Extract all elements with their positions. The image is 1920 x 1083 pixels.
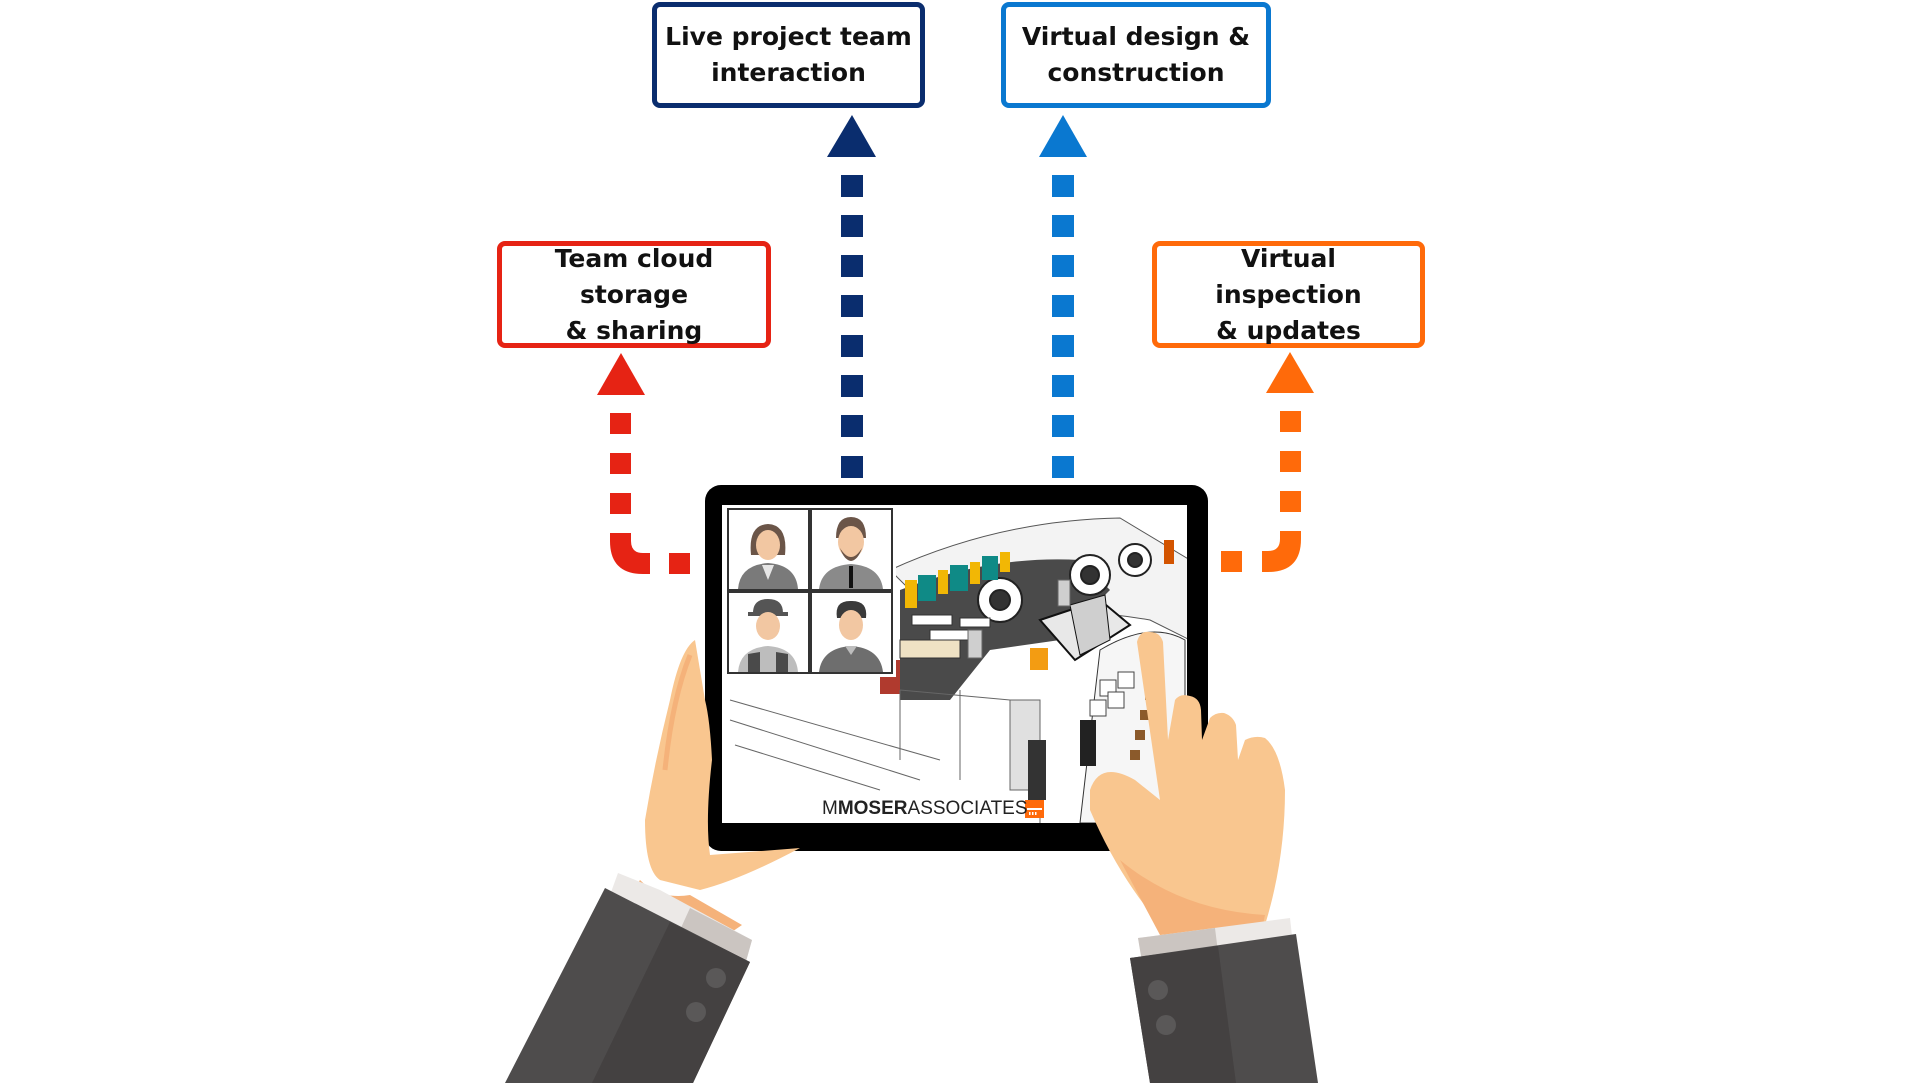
- arrow-cloud: [597, 353, 690, 574]
- sleeve-button: [686, 1002, 706, 1022]
- logo-bold: MOSER: [837, 798, 908, 819]
- participant-tile-construction-worker: [727, 591, 810, 674]
- left-hand: [505, 640, 800, 1083]
- arrowhead-vdc: [1039, 115, 1087, 157]
- sleeve-button: [1156, 1015, 1176, 1035]
- right-hand: [1090, 631, 1318, 1083]
- video-call-grid: [726, 507, 896, 677]
- dashes-live: [841, 175, 863, 478]
- label-box-virtual-inspection: Virtual inspection & updates: [1152, 241, 1425, 348]
- arrowhead-cloud: [597, 353, 645, 395]
- arrow-vdc: [1039, 115, 1087, 478]
- floor-plan-3d-view: [722, 517, 1187, 823]
- label-line-1: Live project team: [665, 22, 912, 51]
- mmoser-associates-logo: MMOSERASSOCIATES: [822, 798, 1028, 820]
- arrow-insp: [1221, 352, 1314, 572]
- dashes-insp: [1221, 411, 1301, 572]
- arrow-live: [827, 115, 876, 478]
- participant-tile-bearded-man: [810, 508, 893, 591]
- dashes-cloud: [610, 413, 690, 574]
- label-line-2: construction: [1047, 58, 1225, 87]
- dashes-vdc: [1052, 175, 1074, 478]
- label-line-2: interaction: [711, 58, 866, 87]
- sleeve-button: [1148, 980, 1168, 1000]
- label-line-1: Virtual inspection: [1215, 243, 1362, 309]
- label-line-2: & sharing: [565, 315, 703, 345]
- sleeve-button: [706, 968, 726, 988]
- label-line-1: Virtual design &: [1021, 22, 1251, 51]
- participant-tile-young-man: [810, 591, 893, 674]
- mmoser-logo-icon: [1025, 800, 1044, 818]
- label-line-1: Team cloud storage: [554, 243, 714, 309]
- label-box-live-interaction: Live project team interaction: [652, 2, 925, 108]
- arrowhead-live: [827, 115, 876, 157]
- label-box-virtual-design: Virtual design & construction: [1001, 2, 1271, 108]
- logo-suffix: ASSOCIATES: [907, 798, 1028, 819]
- logo-prefix: M: [822, 798, 838, 819]
- label-line-2: & updates: [1216, 315, 1361, 345]
- label-box-cloud-storage: Team cloud storage & sharing: [497, 241, 771, 348]
- participant-tile-woman: [727, 508, 810, 591]
- arrowhead-insp: [1266, 352, 1314, 393]
